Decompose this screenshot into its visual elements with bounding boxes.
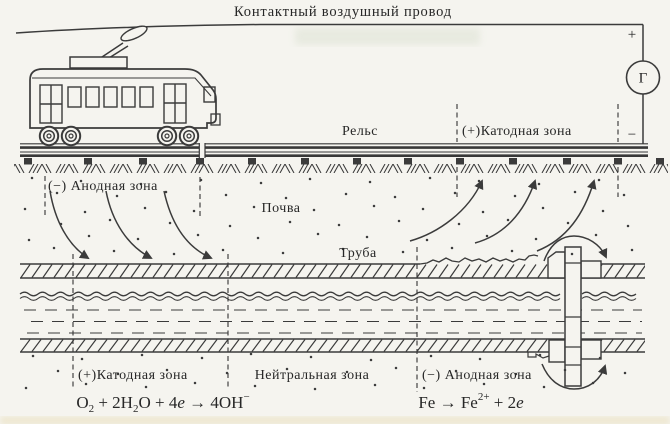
flange-joint-icon xyxy=(547,246,602,387)
tram-wheels xyxy=(38,125,200,147)
scan-edge-smudge xyxy=(0,417,670,424)
zone-boundaries-upper xyxy=(44,104,619,218)
overhead-wire-label: Контактный воздушный провод xyxy=(234,4,452,20)
rail-label: Рельс xyxy=(342,124,378,139)
current-arrow xyxy=(163,190,213,260)
water-line xyxy=(19,291,637,301)
joint-bypass-arrow xyxy=(541,363,608,390)
current-arrow xyxy=(105,190,153,259)
current-arrow xyxy=(474,179,538,244)
soil-label: Почва xyxy=(262,201,301,216)
generator-icon xyxy=(625,24,661,144)
pipe-bottom-wall xyxy=(20,339,645,352)
soil-dots xyxy=(23,176,634,391)
pipe-label: Труба xyxy=(339,246,377,261)
current-arrow xyxy=(536,179,597,252)
rail-line xyxy=(20,143,648,158)
current-arrow xyxy=(409,179,484,242)
pantograph-paddle xyxy=(120,25,148,42)
zone-boundaries-lower xyxy=(72,247,418,392)
current-arrow xyxy=(49,190,90,260)
rail-fasteners xyxy=(24,158,664,165)
pipe-anodic-zone-label: (−) Анодная зона xyxy=(422,368,532,383)
rail-cathodic-zone-label: (+)Катодная зона xyxy=(462,124,572,139)
stray-current-arrows xyxy=(49,179,608,390)
pipe-neutral-zone-label: Нейтральная зона xyxy=(255,368,370,383)
tram-bumper xyxy=(210,113,221,126)
tram-roof-band xyxy=(32,77,212,97)
water-dashes xyxy=(24,309,642,334)
cathodic-reaction-equation: O2 + 2H2O + 4e → 4OH− xyxy=(76,391,249,415)
pipe-top-wall xyxy=(20,264,645,278)
rail-anodic-zone-label: (−) Анодная зона xyxy=(48,179,158,194)
ground-hatch xyxy=(14,164,668,173)
plus-terminal-label: + xyxy=(628,27,636,43)
corroded-pipe-surface xyxy=(527,352,550,359)
generator-circle xyxy=(625,60,661,95)
corroded-pipe-surface xyxy=(419,254,539,265)
rail-joint xyxy=(198,143,206,158)
anodic-reaction-equation: Fe → Fe2+ + 2e xyxy=(418,391,524,412)
pipe-cathodic-zone-label: (+)Катодная зона xyxy=(78,368,188,383)
minus-terminal-label: − xyxy=(628,127,636,143)
ink-bleed-smudge xyxy=(295,28,480,45)
generator-label: Г xyxy=(639,71,648,87)
tram-roof-box xyxy=(69,56,128,69)
tram-icon xyxy=(29,25,221,147)
joint-bypass-arrow xyxy=(543,235,608,262)
pipe xyxy=(19,254,645,359)
tram-windows xyxy=(39,83,216,124)
